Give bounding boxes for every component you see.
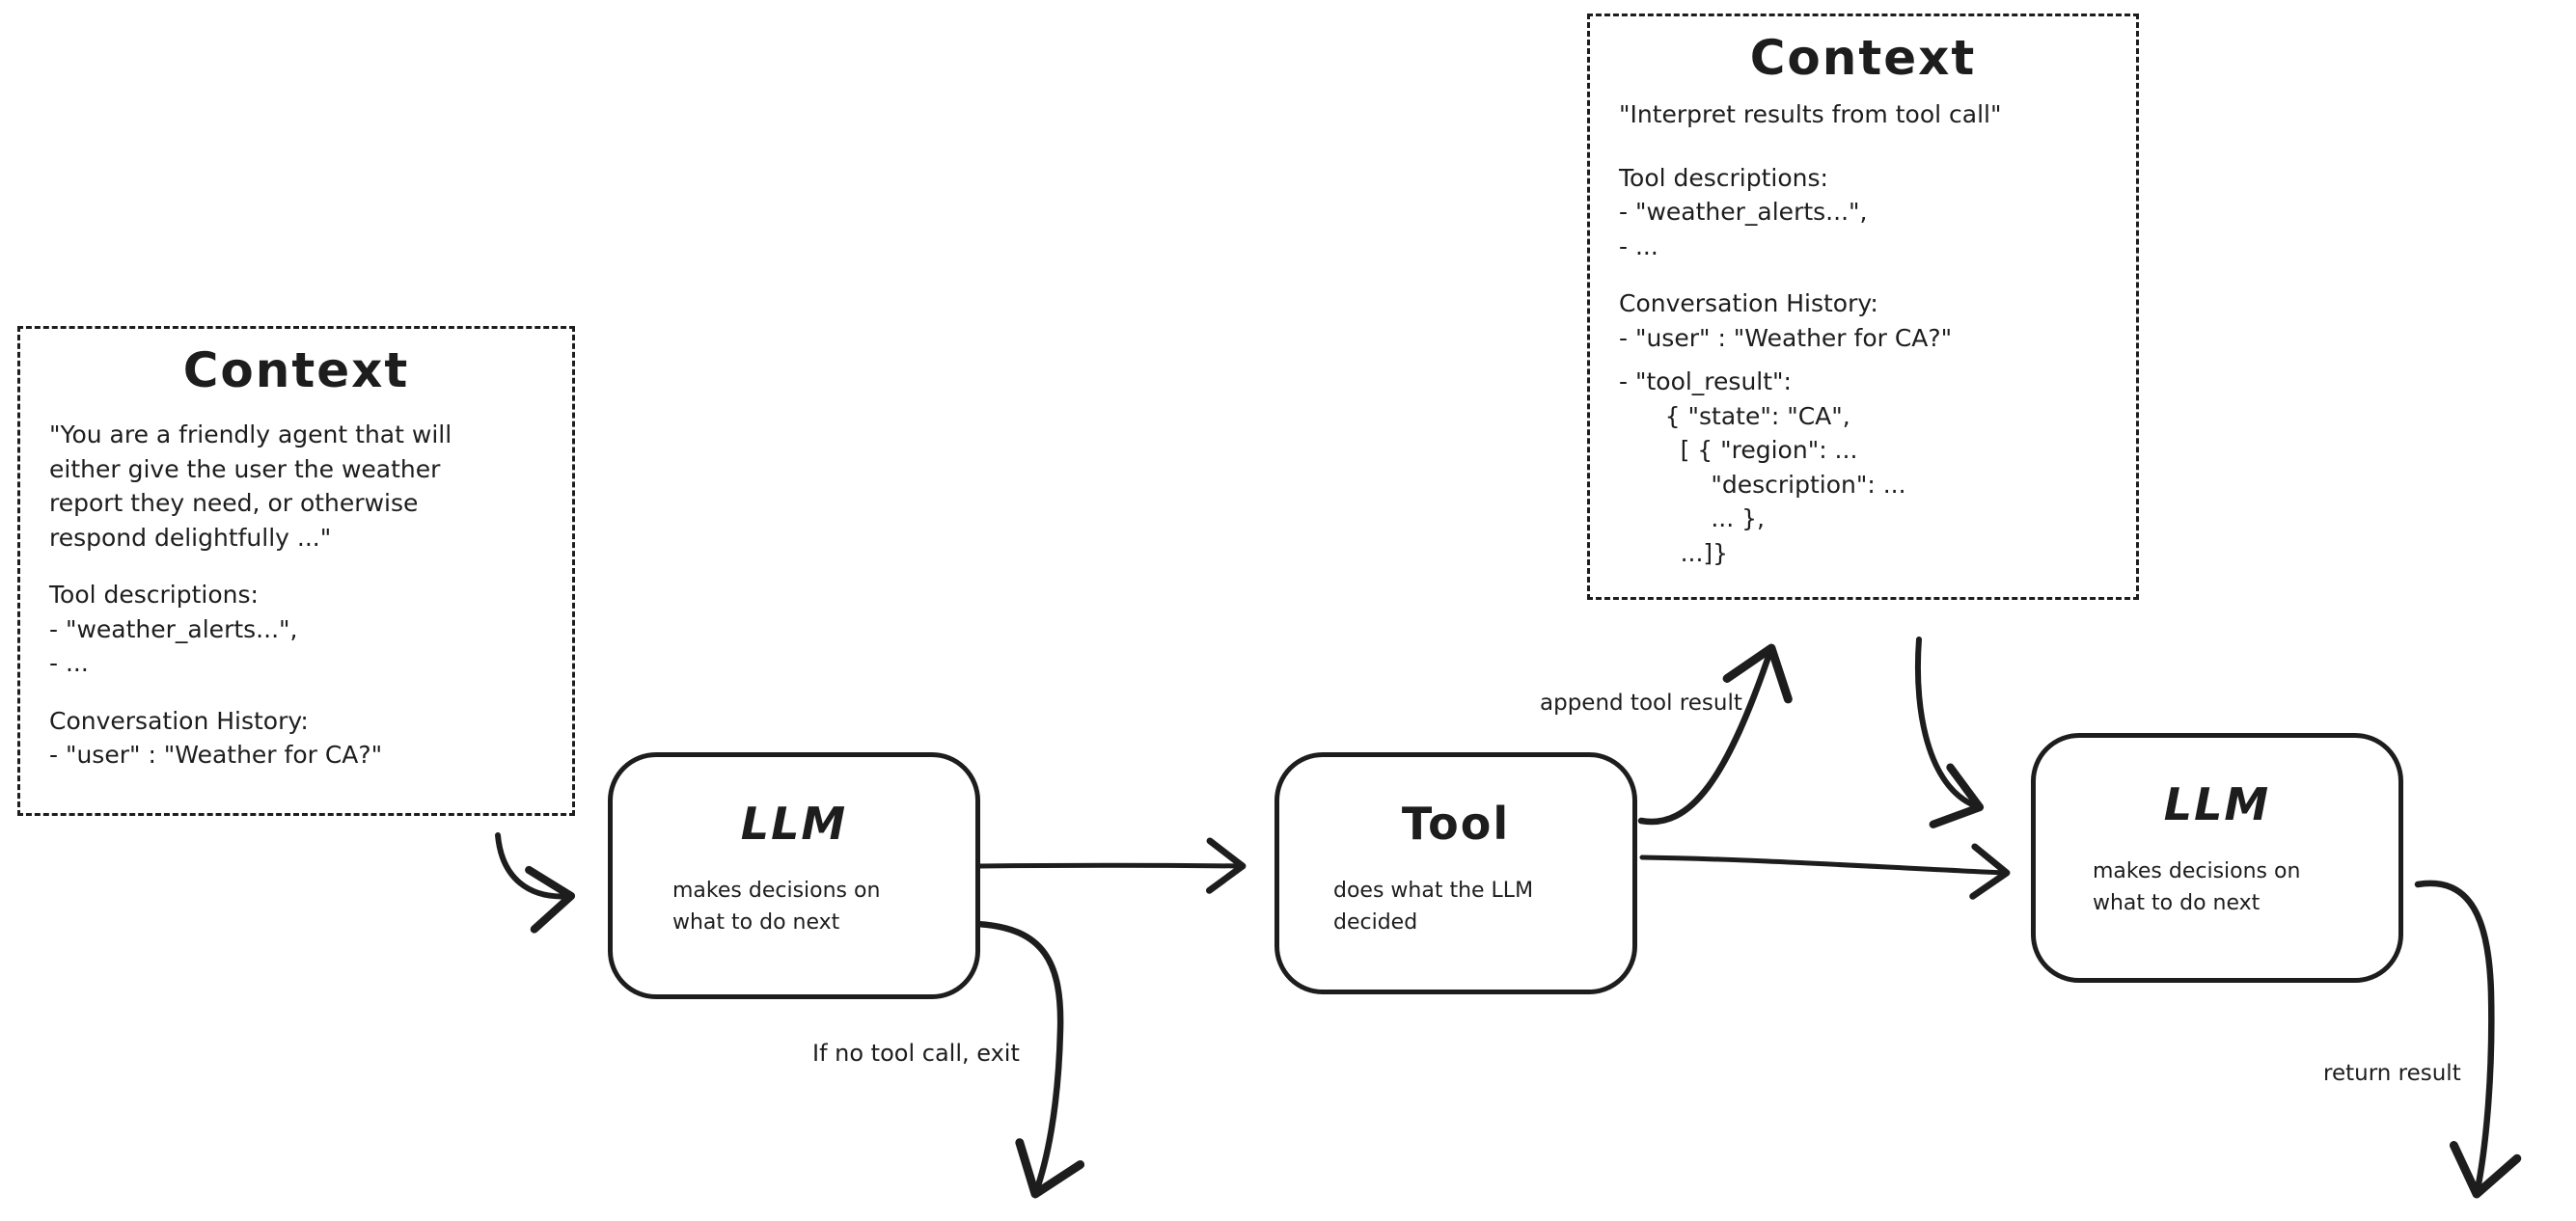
system-prompt-text: "You are a friendly agent that will eith… xyxy=(49,421,452,552)
arrow-context-top-to-llm2 xyxy=(1914,637,1985,828)
conversation-history-items: - "user" : "Weather for CA?" xyxy=(49,741,383,769)
return-result-label: return result xyxy=(2323,1061,2461,1086)
tool-node-subtitle: does what the LLM decided xyxy=(1333,879,1534,935)
context-box-top-title: Context xyxy=(1749,30,1977,86)
llm-node-1-title: LLM xyxy=(740,798,848,850)
arrow-tool-to-context-top xyxy=(1637,643,1793,826)
tool-node-title: Tool xyxy=(1401,798,1511,850)
llm-node-2-title: LLM xyxy=(2163,778,2271,830)
tool-descriptions-heading: Tool descriptions: xyxy=(49,581,259,609)
tool-descriptions-items: - "weather_alerts...", - ... xyxy=(1619,198,1868,260)
context-box-with-tool-result: Context "Interpret results from tool cal… xyxy=(1587,14,2139,600)
llm-node-1: LLM makes decisions on what to do next xyxy=(608,752,980,999)
arrow-llm2-return xyxy=(2414,880,2522,1199)
interpret-instruction-text: "Interpret results from tool call" xyxy=(1619,100,2002,128)
tool-node: Tool does what the LLM decided xyxy=(1274,752,1637,994)
llm-node-1-subtitle: makes decisions on what to do next xyxy=(672,879,881,935)
conversation-history-items: - "user" : "Weather for CA?" xyxy=(1619,323,1953,352)
conversation-history-heading: Conversation History: xyxy=(49,706,309,735)
arrow-tool-to-llm2 xyxy=(1639,843,2011,900)
conversation-history-heading: Conversation History: xyxy=(1619,289,1878,317)
tool-result-json-block: - "tool_result": { "state": "CA", [ { "r… xyxy=(1619,367,1906,567)
append-tool-result-label: append tool result xyxy=(1540,691,1742,716)
tool-descriptions-heading: Tool descriptions: xyxy=(1619,163,1828,192)
if-no-tool-call-exit-label: If no tool call, exit xyxy=(812,1040,1020,1067)
arrow-llm1-to-tool xyxy=(972,837,1247,894)
llm-node-2-subtitle: makes decisions on what to do next xyxy=(2093,859,2301,915)
arrow-context-left-to-llm1 xyxy=(495,832,576,934)
tool-descriptions-items: - "weather_alerts...", - ... xyxy=(49,614,298,678)
llm-node-2: LLM makes decisions on what to do next xyxy=(2031,733,2403,983)
context-box-initial-title: Context xyxy=(182,342,410,398)
context-box-initial: Context "You are a friendly agent that w… xyxy=(17,326,575,816)
